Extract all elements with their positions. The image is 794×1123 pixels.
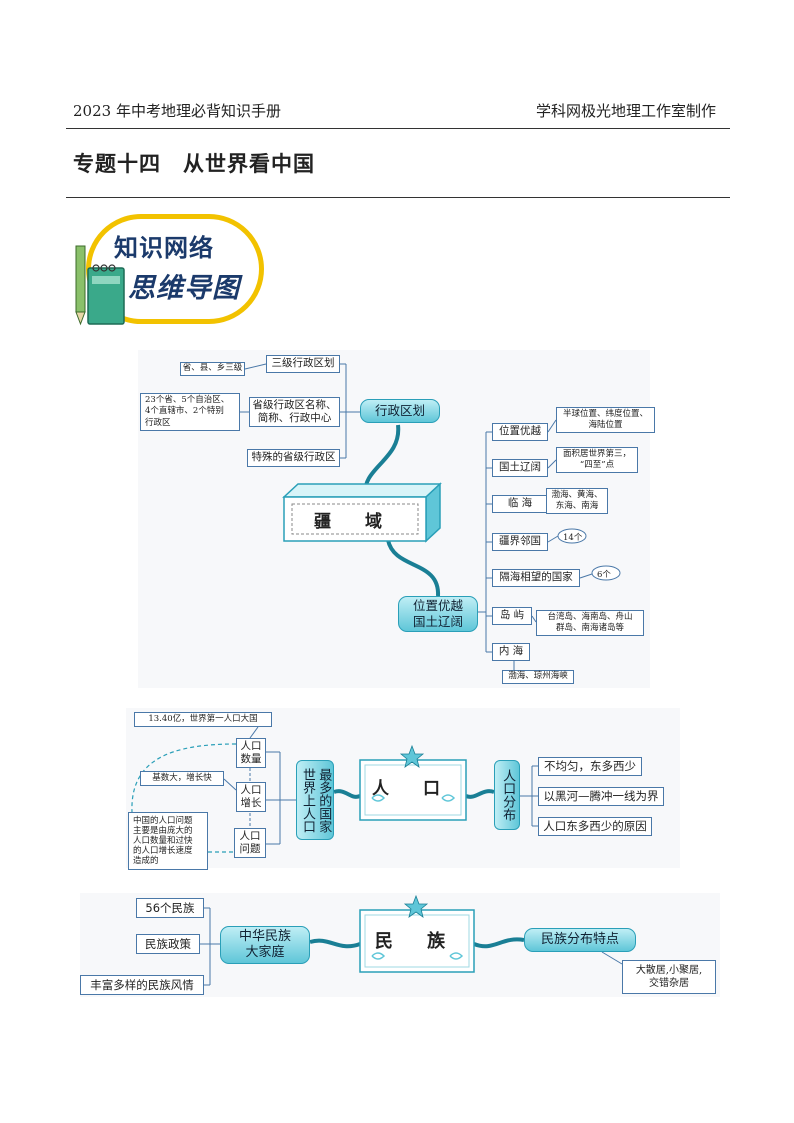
- admin-note-line: 行政区: [145, 417, 171, 428]
- badge-line1: 知识网络: [114, 234, 214, 262]
- admin-note-line: 4个直辖市、2个特别: [145, 406, 224, 417]
- position-item: 疆界邻国: [492, 533, 548, 551]
- ethnic-left-label: 中华民族 大家庭: [220, 926, 310, 964]
- territory-center: 疆 域: [314, 511, 396, 532]
- item-line: 数量: [240, 753, 262, 765]
- title-rule: [66, 197, 730, 198]
- population-item: 人口 增长: [236, 782, 266, 812]
- position-note-line: 东海、南海: [555, 501, 599, 511]
- position-item: 岛 屿: [492, 607, 532, 625]
- ethnic-note-line: 大散居,小聚居,: [635, 965, 703, 976]
- population-problem-note: 中国的人口问题 主要是由庞大的 人口数量和过快 的人口增长速度 造成的: [128, 812, 208, 870]
- population-item: 人口 问题: [234, 828, 266, 858]
- note-line: 造成的: [133, 856, 159, 867]
- position-item: 临 海: [492, 495, 548, 513]
- population-center: 人 口: [372, 778, 454, 799]
- admin-note: 23个省、5个自治区、 4个直辖市、2个特别 行政区: [140, 393, 240, 431]
- distribution-item: 人口东多西少的原因: [538, 817, 652, 836]
- note-line: 主要是由庞大的: [133, 825, 193, 836]
- item-line: 增长: [240, 797, 262, 809]
- distribution-item: 不均匀，东多西少: [538, 757, 642, 776]
- item-line: 人口: [239, 829, 261, 842]
- territory-branch-admin: 行政区划: [360, 399, 440, 423]
- ethnic-note-line: 交错杂居: [649, 978, 689, 989]
- note-line: 的人口增长速度: [133, 846, 193, 857]
- left-label-col: 最多的国家: [316, 767, 332, 833]
- admin-item-line: 省级行政区名称、: [252, 398, 337, 411]
- position-note-line: 台湾岛、海南岛、舟山: [547, 611, 633, 622]
- position-item: 隔海相望的国家: [492, 569, 580, 587]
- item-line: 问题: [239, 843, 261, 855]
- position-item: 位置优越: [492, 423, 548, 441]
- admin-item-line: 简称、行政中心: [257, 412, 332, 424]
- title-topic-name: 从世界看中国: [183, 151, 315, 176]
- ethnic-note: 大散居,小聚居, 交错杂居: [622, 960, 716, 994]
- ethnic-left-line2: 大家庭: [245, 945, 285, 960]
- population-note: 基数大，增长快: [140, 771, 224, 786]
- badge-line2: 思维导图: [128, 273, 240, 304]
- population-left-label: 世界上人口 最多的国家: [296, 760, 334, 840]
- population-right-label: 人口分布: [494, 760, 520, 830]
- position-note: 面积居世界第三， “四至”点: [556, 447, 638, 473]
- position-item: 内 海: [492, 643, 530, 661]
- ethnic-item: 丰富多样的民族风情: [80, 975, 204, 995]
- admin-item: 三级行政区划: [266, 355, 340, 373]
- position-note-line: 半球位置、纬度位置、: [562, 408, 648, 419]
- note-line: 人口数量和过快: [133, 835, 193, 846]
- ethnic-item: 56个民族: [136, 898, 204, 918]
- page-title: 专题十四从世界看中国: [73, 148, 315, 178]
- position-note: 14个: [563, 533, 583, 543]
- position-note: 6个: [597, 570, 611, 580]
- title-topic-number: 专题十四: [73, 151, 161, 176]
- position-note-line: “四至”点: [579, 460, 615, 470]
- branch-position-line2: 国土辽阔: [412, 614, 463, 629]
- ethnic-center: 民 族: [374, 931, 460, 952]
- position-note: 渤海、琼州海峡: [502, 670, 574, 684]
- ethnic-left-line1: 中华民族: [238, 928, 291, 944]
- right-label-text: 人口分布: [500, 769, 516, 821]
- population-note: 13.40亿，世界第一人口大国: [134, 712, 272, 727]
- ethnic-item: 民族政策: [136, 934, 200, 954]
- header-right: 学科网极光地理工作室制作: [535, 102, 716, 120]
- admin-item: 省级行政区名称、 简称、行政中心: [249, 397, 340, 427]
- distribution-item: 以黑河—腾冲一线为界: [538, 787, 664, 806]
- item-line: 人口: [240, 783, 262, 796]
- admin-note-line: 23个省、5个自治区、: [145, 395, 230, 406]
- position-note-line: 群岛、南海诸岛等: [555, 623, 624, 633]
- header-rule: [66, 128, 730, 129]
- position-note: 半球位置、纬度位置、 海陆位置: [556, 407, 655, 433]
- population-item: 人口 数量: [236, 738, 266, 768]
- branch-position-line1: 位置优越: [412, 598, 463, 614]
- header-left: 2023 年中考地理必背知识手册: [73, 102, 281, 120]
- ethnic-right-label: 民族分布特点: [524, 928, 636, 952]
- position-note: 渤海、黄海、 东海、南海: [546, 488, 608, 514]
- admin-note: 省、县、乡三级: [180, 362, 245, 376]
- admin-item: 特殊的省级行政区: [247, 449, 340, 467]
- territory-branch-position: 位置优越 国土辽阔: [398, 596, 478, 632]
- left-label-col: 世界上人口: [300, 767, 315, 833]
- position-note-line: 面积居世界第三，: [562, 448, 631, 459]
- position-note-line: 海陆位置: [588, 420, 623, 430]
- item-line: 人口: [240, 739, 262, 752]
- position-note: 台湾岛、海南岛、舟山 群岛、南海诸岛等: [536, 610, 644, 636]
- note-line: 中国的人口问题: [133, 815, 193, 826]
- position-note-line: 渤海、黄海、: [551, 489, 603, 500]
- position-item: 国土辽阔: [492, 459, 548, 477]
